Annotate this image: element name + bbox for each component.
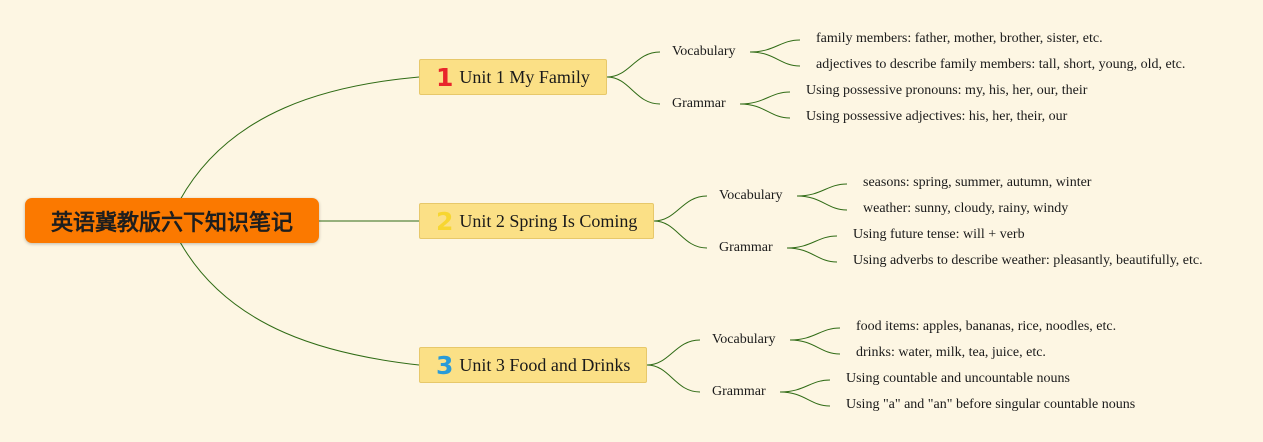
unit-1-grammar-item-1[interactable]: Using possessive pronouns: my, his, her,… (806, 83, 1088, 98)
unit-1-topic[interactable]: 1 Unit 1 My Family (419, 59, 607, 95)
connector-u2-vocab-leaf1 (796, 183, 848, 197)
root-topic[interactable]: 英语冀教版六下知识笔记 (25, 198, 319, 243)
connector-unit1-vocabulary (606, 51, 661, 78)
unit-3-grammar-item-1[interactable]: Using countable and uncountable nouns (846, 371, 1070, 386)
connector-u2-vocab-leaf2 (796, 195, 848, 211)
connector-unit3-vocabulary (646, 339, 701, 366)
unit-1-vocabulary-item-2[interactable]: adjectives to describe family members: t… (816, 57, 1186, 72)
connector-unit3-grammar (646, 364, 701, 393)
unit-3-topic[interactable]: 3 Unit 3 Food and Drinks (419, 347, 647, 383)
connector-u1-grammar-leaf1 (739, 91, 791, 105)
unit-3-grammar-topic[interactable]: Grammar (712, 384, 766, 399)
unit-3-vocabulary-item-1[interactable]: food items: apples, bananas, rice, noodl… (856, 319, 1117, 334)
unit-2-grammar-topic[interactable]: Grammar (719, 240, 773, 255)
unit-2-grammar-item-1[interactable]: Using future tense: will + verb (853, 227, 1025, 242)
unit-1-grammar-topic[interactable]: Grammar (672, 96, 726, 111)
connector-u2-grammar-leaf2 (786, 247, 838, 263)
unit-1-vocabulary-item-1[interactable]: family members: father, mother, brother,… (816, 31, 1103, 46)
connector-u3-grammar-leaf2 (779, 391, 831, 407)
connector-u3-vocab-leaf1 (789, 327, 841, 341)
unit-2-vocabulary-item-1[interactable]: seasons: spring, summer, autumn, winter (863, 175, 1092, 190)
unit-3-vocabulary-topic[interactable]: Vocabulary (712, 332, 776, 347)
unit-3-label: Unit 3 Food and Drinks (459, 354, 631, 375)
connector-unit2-grammar (653, 220, 708, 249)
connector-u1-vocab-leaf2 (749, 51, 801, 67)
unit-1-grammar-item-2[interactable]: Using possessive adjectives: his, her, t… (806, 109, 1068, 124)
connector-u3-vocab-leaf2 (789, 339, 841, 355)
unit-2-topic[interactable]: 2 Unit 2 Spring Is Coming (419, 203, 654, 239)
connector-unit2-vocabulary (653, 195, 708, 222)
unit-2-grammar-item-2[interactable]: Using adverbs to describe weather: pleas… (853, 253, 1203, 268)
unit-2-vocabulary-topic[interactable]: Vocabulary (719, 188, 783, 203)
unit-2-label: Unit 2 Spring Is Coming (459, 210, 638, 231)
connector-root-unit1 (179, 76, 420, 201)
connector-u2-grammar-leaf1 (786, 235, 838, 249)
unit-1-label: Unit 1 My Family (459, 66, 590, 87)
connector-u1-vocab-leaf1 (749, 39, 801, 53)
connector-u1-grammar-leaf2 (739, 103, 791, 119)
connector-unit1-grammar (606, 76, 661, 105)
connector-u3-grammar-leaf1 (779, 379, 831, 393)
connector-root-unit3 (179, 241, 420, 366)
unit-2-vocabulary-item-2[interactable]: weather: sunny, cloudy, rainy, windy (863, 201, 1069, 216)
number-3-icon: 3 (436, 350, 454, 380)
unit-1-vocabulary-topic[interactable]: Vocabulary (672, 44, 736, 59)
unit-3-vocabulary-item-2[interactable]: drinks: water, milk, tea, juice, etc. (856, 345, 1046, 360)
number-2-icon: 2 (436, 206, 454, 236)
number-1-icon: 1 (436, 62, 454, 92)
unit-3-grammar-item-2[interactable]: Using "a" and "an" before singular count… (846, 397, 1136, 412)
